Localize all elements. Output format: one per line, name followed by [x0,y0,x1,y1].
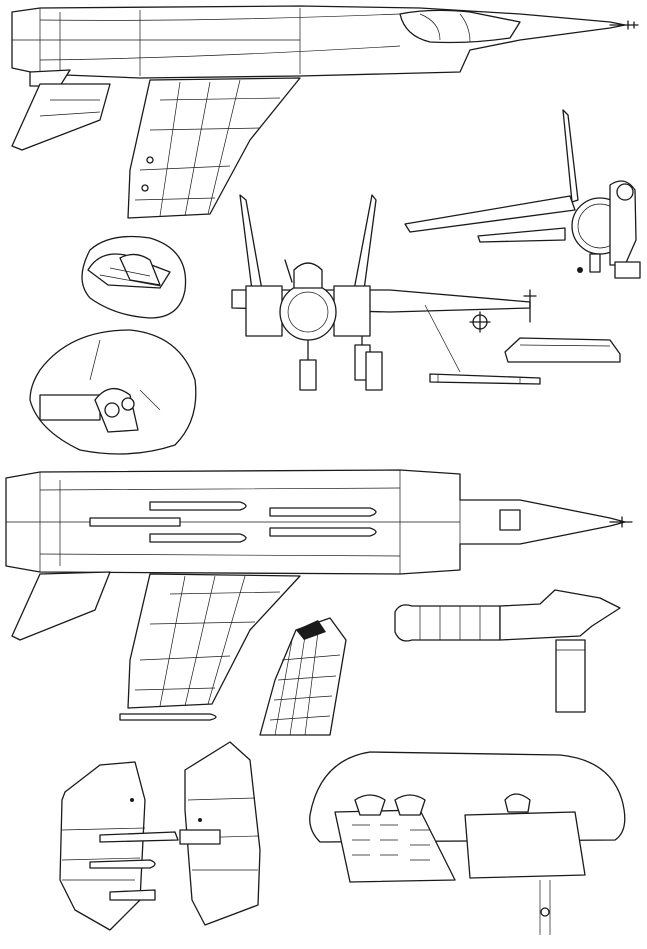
detail-wing-rib-structure [259,617,347,736]
detail-flap-panels [59,741,261,931]
underside-plan-view [5,469,633,721]
front-view [231,194,621,391]
detail-inset-intake-ramp [81,235,187,319]
detail-missile-pylon [394,589,621,713]
detail-inset-landing-gear [29,329,197,455]
rear-three-quarter-view [404,109,641,279]
detail-avionics-bay [309,751,626,935]
top-view-upper-fuselage [11,5,639,219]
